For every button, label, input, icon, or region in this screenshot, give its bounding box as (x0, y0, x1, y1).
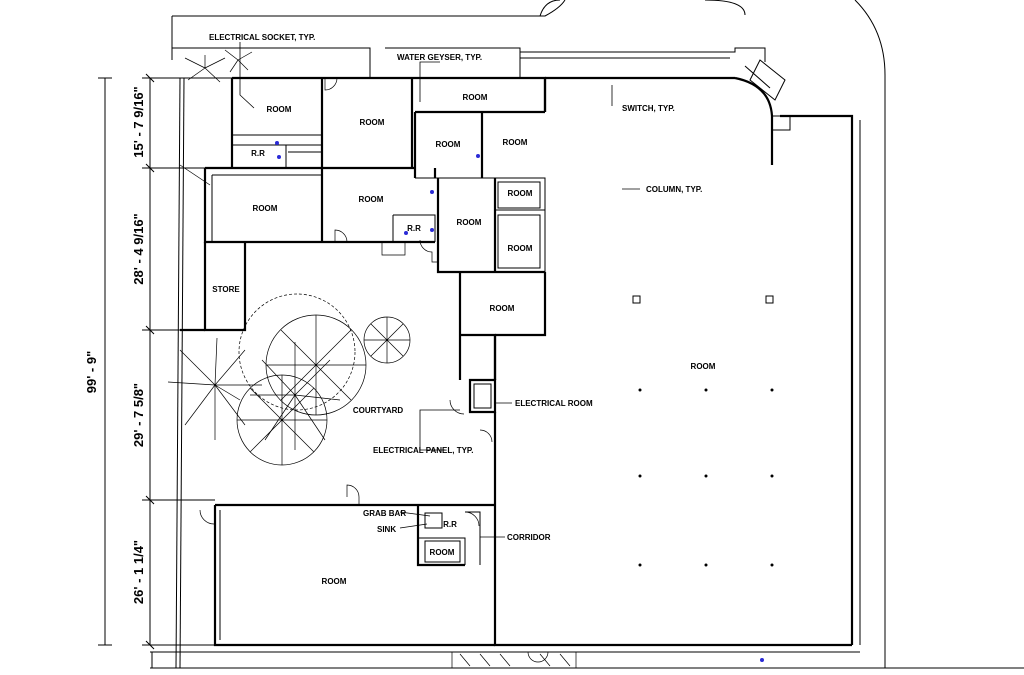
columns (632, 295, 774, 567)
label-corridor: CORRIDOR (507, 533, 551, 542)
room-label: ROOM (322, 577, 347, 586)
room-label: ROOM (359, 195, 384, 204)
room-label: ROOM (691, 362, 716, 371)
building-walls (180, 59, 854, 647)
courtyard-trees (236, 293, 411, 466)
electrical-outlets (275, 141, 764, 662)
label-electrical-socket: ELECTRICAL SOCKET, TYP. (209, 33, 315, 42)
palm-plants (167, 49, 341, 450)
dimension-texts: 99' - 9" 15' - 7 9/16" 28' - 4 9/16" 29'… (84, 86, 146, 604)
room-label: ROOM (436, 140, 461, 149)
door-swings (199, 77, 493, 527)
left-boundary-lines (175, 77, 211, 669)
room-label: ROOM (267, 105, 292, 114)
room-label: ROOM (430, 548, 455, 557)
label-sink: SINK (377, 525, 396, 534)
room-labels: ROOM ROOM ROOM ROOM ROOM R.R ROOM ROOM R… (212, 93, 715, 586)
entrance-paving (451, 651, 577, 669)
label-water-geyser: WATER GEYSER, TYP. (397, 53, 482, 62)
label-electrical-panel: ELECTRICAL PANEL, TYP. (373, 446, 473, 455)
site-boundary (150, 0, 1024, 669)
dimension-overall: 99' - 9" (84, 351, 99, 394)
rr-label: R.R (251, 149, 265, 158)
room-label: ROOM (463, 93, 488, 102)
dimension-segment-3: 29' - 7 5/8" (131, 383, 146, 447)
room-label: ROOM (503, 138, 528, 147)
label-switch: SWITCH, TYP. (622, 104, 675, 113)
store-label: STORE (212, 285, 240, 294)
label-grab-bar: GRAB BAR (363, 509, 406, 518)
room-label: ROOM (508, 189, 533, 198)
room-label: ROOM (490, 304, 515, 313)
label-electrical-room: ELECTRICAL ROOM (515, 399, 593, 408)
dimension-lines (98, 73, 232, 650)
annotation-labels: ELECTRICAL SOCKET, TYP. WATER GEYSER, TY… (209, 33, 702, 542)
room-label: ROOM (457, 218, 482, 227)
dimension-segment-4: 26' - 1 1/4" (131, 540, 146, 604)
label-column: COLUMN, TYP. (646, 185, 702, 194)
dimension-segment-2: 28' - 4 9/16" (131, 213, 146, 284)
dimension-segment-1: 15' - 7 9/16" (131, 86, 146, 157)
room-label: ROOM (508, 244, 533, 253)
room-label: ROOM (253, 204, 278, 213)
rr-label: R.R (443, 520, 457, 529)
room-label: ROOM (360, 118, 385, 127)
leader-lines (239, 42, 640, 538)
courtyard-label: COURTYARD (353, 406, 404, 415)
rr-label: R.R (407, 224, 421, 233)
